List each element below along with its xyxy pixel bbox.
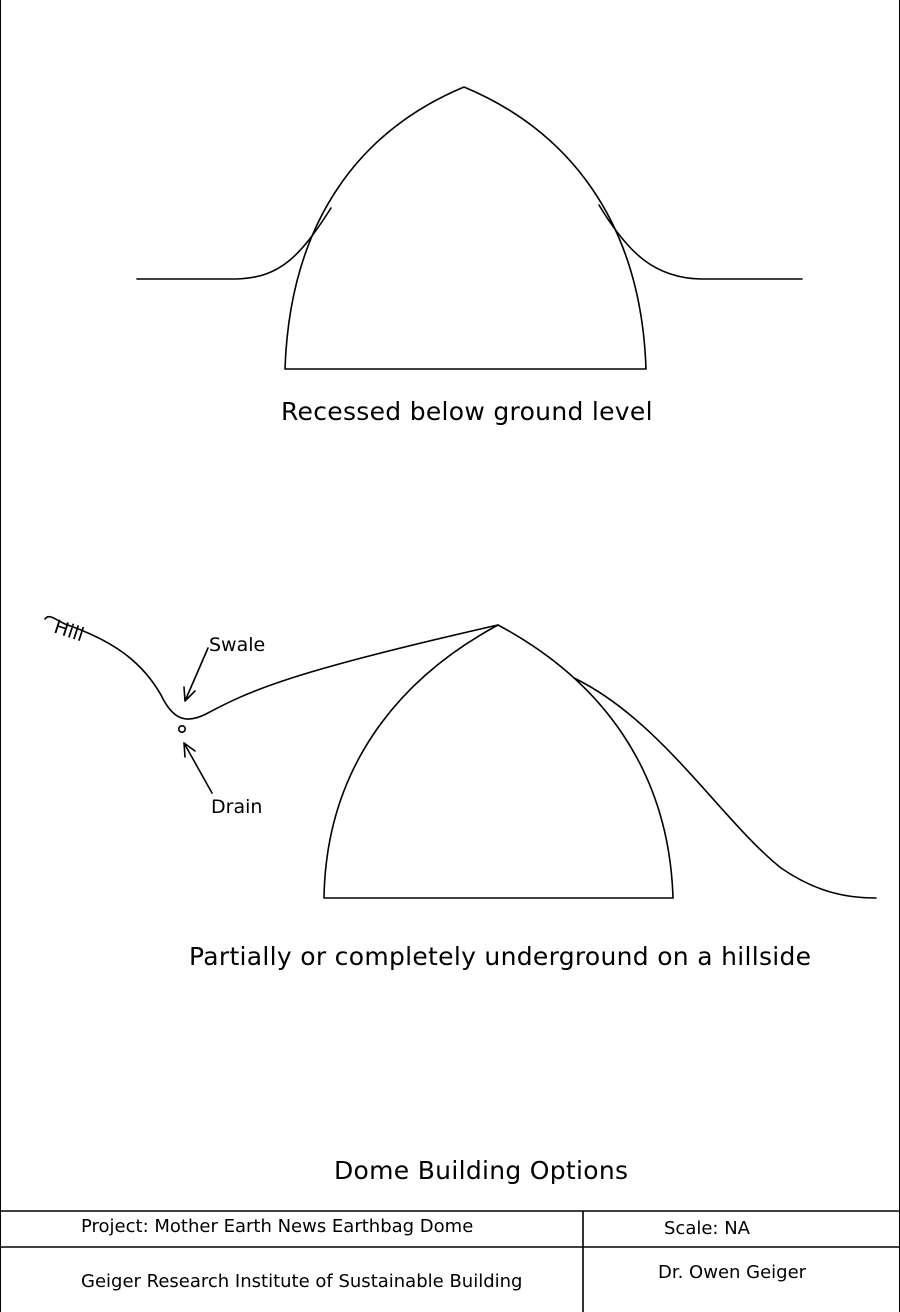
drain-arrow (183, 742, 213, 794)
recessed-dome-diagram (136, 86, 803, 370)
drain-label: Drain (211, 796, 263, 818)
project-name: Project: Mother Earth News Earthbag Dome (81, 1216, 474, 1237)
hillside-caption: Partially or completely underground on a… (189, 942, 812, 971)
hillside-dome-outline (323, 624, 674, 899)
recessed-dome-outline (284, 86, 647, 370)
hillside-dome-diagram (44, 615, 877, 899)
drain-pipe (178, 724, 187, 733)
ground-line-right (598, 204, 803, 280)
institute-name: Geiger Research Institute of Sustainable… (81, 1271, 523, 1292)
ground-line-left (136, 207, 332, 280)
author-name: Dr. Owen Geiger (658, 1262, 807, 1283)
downhill-ground-line (573, 677, 877, 899)
swale-label: Swale (209, 634, 266, 656)
scale-note: Scale: NA (664, 1218, 750, 1239)
title-block-lines (1, 1210, 900, 1312)
swale-arrow (183, 647, 209, 702)
drawing-title: Dome Building Options (334, 1156, 629, 1185)
recessed-caption: Recessed below ground level (281, 397, 653, 426)
hillside-ground-line (44, 615, 499, 720)
